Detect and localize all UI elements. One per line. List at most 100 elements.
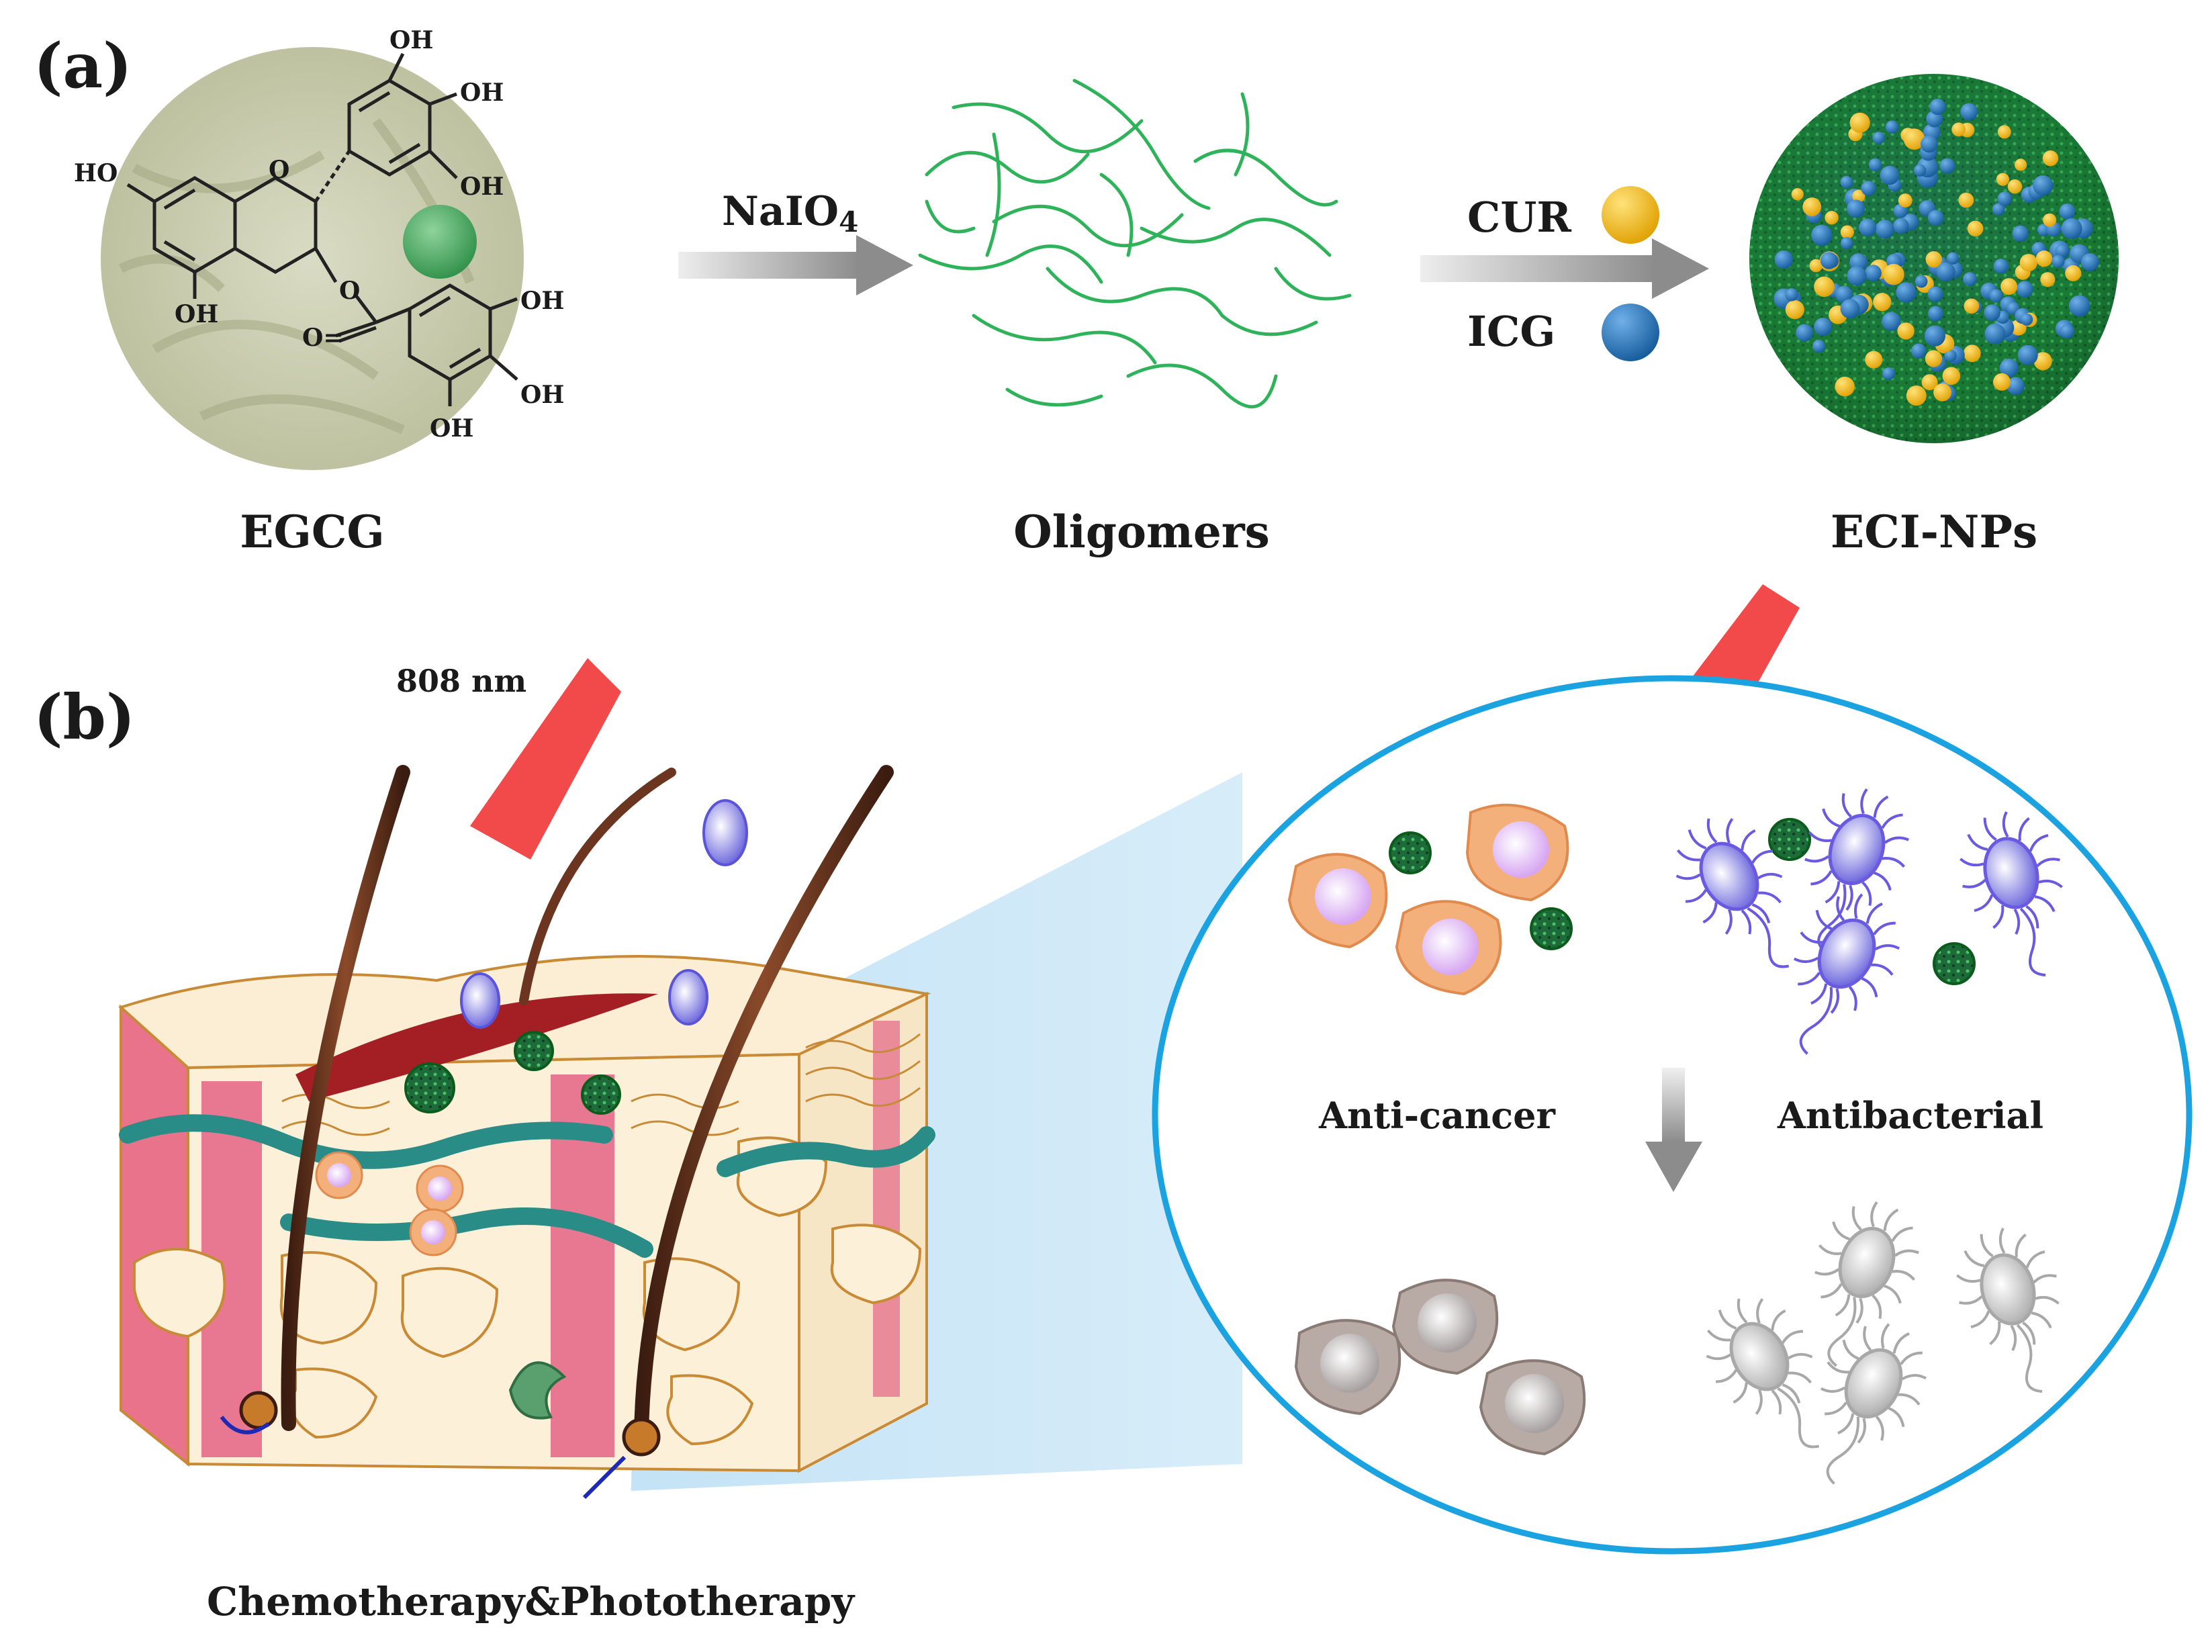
loading-arrow (1420, 238, 1709, 299)
cur-spot (1840, 225, 1854, 239)
icg-spot (2061, 218, 2082, 239)
cur-spot (1933, 383, 1951, 402)
icg-spot (1999, 359, 2019, 377)
icg-spot (1840, 176, 1853, 189)
hair-follicle-2 (622, 1418, 661, 1457)
icg-spot (1859, 218, 1877, 236)
cur-spot (1898, 193, 1913, 208)
dead-cancer-cell (1479, 1359, 1586, 1456)
eci-nanoparticle (1749, 74, 2119, 443)
cur-sphere (1602, 186, 1659, 244)
tea-leaf-background (101, 47, 524, 470)
icg-spot (1927, 210, 1944, 226)
cur-spot (1996, 173, 2009, 186)
skin-wound (295, 993, 658, 1101)
treatment-arrow (1645, 1068, 1702, 1192)
dead-cancer-cell (1391, 1279, 1499, 1375)
icg-spot (1814, 318, 1833, 336)
nanoparticle-drug-spots (1773, 99, 2099, 406)
icg-spot (1993, 259, 2009, 274)
cur-spot (2065, 265, 2082, 281)
icg-spot (1861, 181, 1876, 196)
cur-spot (2040, 272, 2056, 287)
icg-spot (1963, 272, 1977, 286)
cur-spot (1825, 211, 1839, 225)
oh-label-8: OH (430, 414, 473, 443)
icg-spot (1840, 299, 1860, 319)
icg-spot (1984, 304, 2000, 321)
icg-spot (1835, 285, 1853, 304)
dead-bacteria (1706, 1201, 2060, 1485)
blood-vessel-1 (119, 1114, 613, 1169)
icg-spot (1812, 339, 1826, 353)
cur-spot (1951, 122, 1966, 137)
icg-spot (1921, 135, 1938, 153)
cur-spot (1835, 376, 1855, 397)
icg-spot (1915, 275, 1928, 288)
oh-label-6: OH (520, 287, 564, 315)
icg-sphere (1602, 304, 1659, 361)
macrophage (508, 1361, 567, 1420)
skin-tissue-block (118, 765, 935, 1500)
cur-spot (2000, 278, 2018, 295)
icg-spot (1946, 252, 1960, 265)
hair-follicle-1 (239, 1391, 278, 1430)
icg-spot (1785, 288, 1798, 302)
blood-vessel-2 (280, 1207, 653, 1258)
cur-spot (1906, 385, 1927, 406)
cur-spot (1925, 251, 1942, 268)
cur-label: CUR (1467, 193, 1571, 242)
egcg-green-sphere (403, 205, 477, 279)
icg-spot (1796, 324, 1814, 342)
dead-cancer-cells (1294, 1279, 1586, 1456)
icg-spot (1936, 262, 1955, 281)
cur-spot (1883, 263, 1904, 285)
cur-spot (2035, 250, 2053, 267)
carbonyl-label: O= (302, 324, 344, 352)
icg-spot (1840, 237, 1853, 250)
oh-label-2: OH (460, 79, 504, 107)
cur-spot (1852, 189, 1865, 203)
icg-spot (1911, 343, 1927, 359)
oh-label-7: OH (520, 381, 564, 409)
laser-beam-skin (470, 658, 621, 860)
bacterium (1804, 788, 1909, 954)
cur-spot (1809, 259, 1823, 273)
icg-spot (1893, 218, 1909, 234)
nerve-2 (582, 1455, 627, 1500)
cur-spot (1791, 188, 1804, 201)
icg-spot (1811, 224, 1833, 246)
live-bacteria (1675, 788, 2063, 1055)
ho-label: HO (74, 159, 118, 187)
icg-spot (1924, 325, 1945, 347)
eci-nps-label: ECI-NPs (1831, 506, 2037, 558)
hair-1 (281, 765, 410, 1431)
nerve-1 (220, 1416, 270, 1434)
icg-spot (1847, 199, 1865, 218)
cur-spot (1897, 322, 1915, 340)
icg-spot (2060, 324, 2075, 339)
cur-spot (1785, 300, 1804, 320)
cur-spot (1802, 197, 1822, 216)
icg-spot (1984, 323, 2006, 345)
icg-spot (1882, 367, 1895, 380)
collagen-fibers (281, 1033, 921, 1136)
cur-spot (1993, 373, 2011, 391)
icg-spot (1865, 265, 1882, 281)
icg-spot (2017, 281, 2033, 297)
icg-spot (1882, 312, 1901, 331)
icg-spot (2012, 225, 2029, 242)
blood-vessel-3 (717, 1126, 935, 1177)
ester-oxygen-label: O (339, 277, 360, 305)
dead-cancer-cell (1294, 1319, 1401, 1416)
icg-spot (2055, 244, 2069, 258)
anti-cancer-label: Anti-cancer (1318, 1094, 1555, 1137)
icg-spot (1896, 282, 1917, 303)
hair-3 (634, 765, 894, 1444)
icg-spot (2081, 253, 2099, 271)
skin-left-face (120, 1004, 189, 1467)
egcg-label: EGCG (240, 506, 385, 558)
panel-a-label: (a) (34, 30, 132, 102)
cur-spot (1942, 367, 1961, 385)
